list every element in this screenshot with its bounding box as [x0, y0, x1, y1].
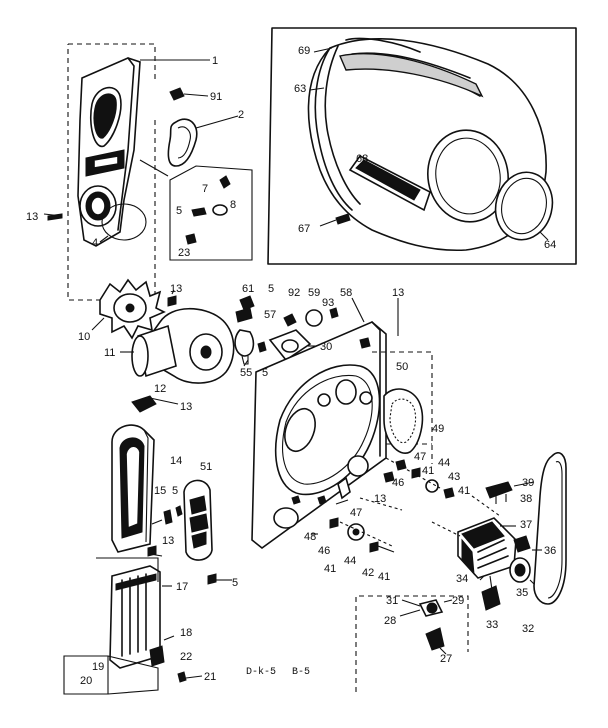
callout-38: 38 [520, 493, 532, 505]
callout-51: 51 [200, 461, 212, 473]
drum-seal-64 [494, 171, 554, 241]
callout-43: 43 [448, 471, 460, 483]
callout-41: 41 [378, 571, 390, 583]
drive-belt [533, 452, 567, 605]
callout-5: 5 [176, 205, 182, 217]
callout-7: 7 [202, 183, 208, 195]
callout-46: 46 [392, 477, 404, 489]
callout-22: 22 [180, 651, 192, 663]
callout-1: 1 [212, 55, 218, 67]
callout-44: 44 [438, 457, 450, 469]
callout-91: 91 [210, 91, 222, 103]
callout-57: 57 [264, 309, 276, 321]
callout-19: 19 [92, 661, 104, 673]
callout-13: 13 [180, 401, 192, 413]
callout-13: 13 [26, 211, 38, 223]
idler-group [355, 595, 469, 692]
callout-42: 42 [362, 567, 374, 579]
callout-labels: 1 91 2 7 5 8 13 4 23 69 63 68 67 64 10 1… [26, 45, 556, 687]
lamp-bulb [234, 329, 255, 357]
motor-group [431, 452, 567, 611]
callout-63: 63 [294, 83, 306, 95]
callout-64: 64 [544, 239, 556, 251]
callout-2: 2 [238, 109, 244, 121]
callout-67: 67 [298, 223, 310, 235]
callout-29: 29 [452, 595, 464, 607]
callout-58: 58 [340, 287, 352, 299]
callout-49: 49 [432, 423, 444, 435]
callout-5: 5 [262, 367, 268, 379]
callout-10: 10 [78, 331, 90, 343]
blower-group [91, 278, 235, 384]
callout-13: 13 [162, 535, 174, 547]
callout-4: 4 [92, 237, 98, 249]
callout-92: 92 [288, 287, 300, 299]
callout-20: 20 [80, 675, 92, 687]
callout-59: 59 [308, 287, 320, 299]
callout-41: 41 [422, 465, 434, 477]
callout-31: 31 [386, 595, 398, 607]
callout-39: 39 [522, 477, 534, 489]
callout-33: 33 [486, 619, 498, 631]
seal-2 [167, 118, 198, 167]
callout-55: 55 [240, 367, 252, 379]
callout-5: 5 [232, 577, 238, 589]
callout-13: 13 [392, 287, 404, 299]
callout-47: 47 [350, 507, 362, 519]
small-parts-box [169, 165, 253, 261]
callout-11: 11 [104, 347, 115, 359]
clip-91 [169, 87, 185, 101]
callout-27: 27 [440, 653, 452, 665]
door-seal [101, 203, 147, 241]
callout-5: 5 [172, 485, 178, 497]
callout-50: 50 [396, 361, 408, 373]
callout-32: 32 [522, 623, 534, 635]
callout-36: 36 [544, 545, 556, 557]
page-number: B-5 [292, 667, 310, 678]
callout-5: 5 [268, 283, 274, 295]
callout-17: 17 [176, 581, 188, 593]
callout-21: 21 [204, 671, 216, 683]
diagram-code: D-k-5 [246, 666, 276, 678]
callout-93: 93 [322, 297, 334, 309]
callout-8: 8 [230, 199, 236, 211]
callout-41: 41 [458, 485, 470, 497]
idler-spring [425, 627, 445, 651]
bulkhead-group [251, 297, 455, 553]
callout-68: 68 [356, 153, 368, 165]
callout-46: 46 [318, 545, 330, 557]
callout-12: 12 [154, 383, 166, 395]
callout-47: 47 [414, 451, 426, 463]
callout-28: 28 [384, 615, 396, 627]
callout-13: 13 [374, 493, 386, 505]
callout-44: 44 [344, 555, 356, 567]
callout-37: 37 [520, 519, 532, 531]
callout-18: 18 [180, 627, 192, 639]
callout-61: 61 [242, 283, 254, 295]
switch-group [234, 295, 339, 367]
callout-34: 34 [456, 573, 468, 585]
callout-69: 69 [298, 45, 310, 57]
drum-frame [267, 27, 577, 265]
callout-41: 41 [324, 563, 336, 575]
heater-group [63, 395, 232, 695]
callout-30: 30 [320, 341, 332, 353]
front-panel-group [43, 43, 253, 301]
callout-48: 48 [304, 531, 316, 543]
callout-35: 35 [516, 587, 528, 599]
drum-group [267, 27, 577, 265]
callout-13: 13 [170, 283, 182, 295]
callout-15: 15 [154, 485, 166, 497]
callout-14: 14 [170, 455, 182, 467]
callout-23: 23 [178, 247, 190, 259]
